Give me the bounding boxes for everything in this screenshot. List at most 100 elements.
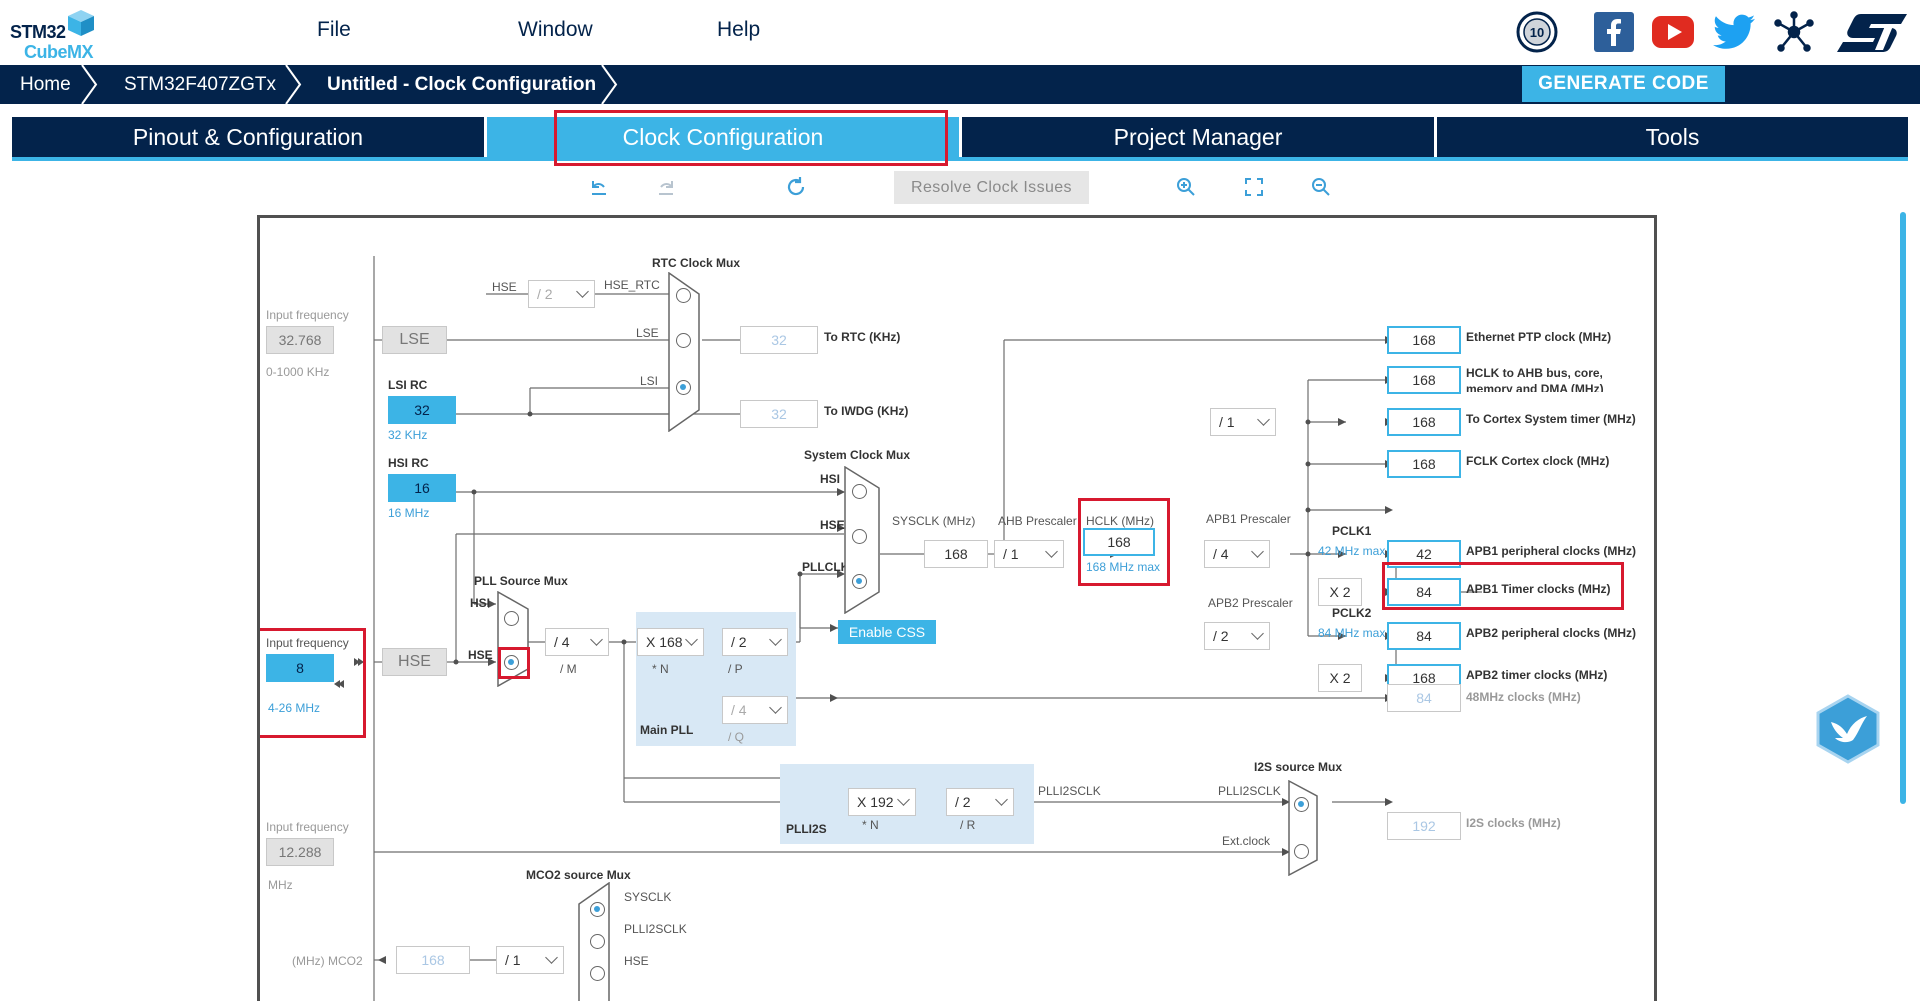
highlight-box-hse-input (260, 628, 366, 738)
resolve-clock-issues-button[interactable]: Resolve Clock Issues (894, 171, 1089, 204)
tab-tools[interactable]: Tools (1437, 117, 1908, 157)
iwdg-output-label: To IWDG (KHz) (824, 404, 909, 418)
lsi-rc-block: 32 (388, 396, 456, 424)
sys-mux-radio-pllclk[interactable] (852, 574, 867, 589)
ahb-prescaler-select[interactable]: / 1 (994, 540, 1064, 568)
rtc-mux-radio-lse[interactable] (676, 333, 691, 348)
i2s-source-mux-label: I2S source Mux (1254, 760, 1343, 774)
enable-css-button[interactable]: Enable CSS (838, 620, 936, 644)
output-fclk-field: 168 (1387, 450, 1461, 478)
rtc-mux-radio-lsi[interactable] (676, 380, 691, 395)
highlight-box-apb1-timer (1382, 562, 1624, 610)
facebook-icon[interactable] (1592, 10, 1636, 54)
i2s-mux-radio-ext[interactable] (1294, 844, 1309, 859)
mco2-radio-sysclk[interactable] (590, 902, 605, 917)
st-logo-icon[interactable] (1834, 10, 1910, 54)
pll-q-select[interactable]: / 4 (722, 696, 788, 724)
sys-mux-radio-hse[interactable] (852, 529, 867, 544)
cortex-timer-divider-select[interactable]: / 1 (1210, 408, 1276, 436)
plli2sclk-label: PLLI2SCLK (1038, 784, 1101, 798)
hse-input-frequency-field[interactable]: 8 (266, 654, 334, 682)
lse-block: LSE (382, 326, 447, 354)
hse-input-frequency-label: Input frequency (266, 636, 349, 650)
twitter-icon[interactable] (1712, 10, 1756, 54)
pll-source-mux-label: PLL Source Mux (474, 574, 568, 588)
rtc-mux-radio-hse[interactable] (676, 288, 691, 303)
generate-code-button[interactable]: GENERATE CODE (1522, 66, 1725, 102)
mco2-source-mux-label: MCO2 source Mux (526, 868, 631, 882)
pll-m-select[interactable]: / 4 (545, 628, 609, 656)
mco2-radio-plli2sclk[interactable] (590, 934, 605, 949)
plli2s-r-select[interactable]: / 2 (946, 788, 1014, 816)
breadcrumb-mcu[interactable]: STM32F407ZGTx (124, 74, 277, 95)
sysclk-label: SYSCLK (MHz) (892, 514, 976, 528)
cortex-timer-divider-value: / 1 (1219, 414, 1235, 430)
clock-tree-wires (373, 256, 1482, 1001)
chevron-down-icon (545, 951, 558, 964)
mco2-radio-hse[interactable] (590, 966, 605, 981)
output-cortex-timer-field: 168 (1387, 408, 1461, 436)
pclk1-label: PCLK1 (1332, 524, 1372, 538)
pll-m-label: / M (560, 662, 577, 676)
zoom-in-icon[interactable] (1174, 175, 1198, 199)
sys-mux-pllclk-label: PLLCLK (802, 560, 850, 574)
tab-clock-configuration[interactable]: Clock Configuration (487, 117, 959, 157)
redo-icon[interactable] (654, 175, 678, 199)
network-icon[interactable] (1772, 10, 1816, 54)
highlight-box-pll-hse-radio (498, 647, 530, 679)
breadcrumb-home[interactable]: Home (20, 74, 71, 95)
rtc-hse-divider-value: / 2 (537, 286, 553, 302)
pll-p-value: / 2 (731, 634, 747, 650)
tab-pinout-configuration[interactable]: Pinout & Configuration (12, 117, 484, 157)
output-48mhz-field: 84 (1387, 684, 1461, 712)
apb1-prescaler-label: APB1 Prescaler (1206, 512, 1291, 526)
mco2-hse-label: HSE (624, 954, 649, 968)
assistant-bird-icon[interactable] (1815, 694, 1881, 764)
pll-src-radio-hse[interactable] (504, 655, 519, 670)
output-apb2-peripheral-field: 84 (1387, 622, 1461, 650)
lsi-rc-label: LSI RC (388, 378, 428, 392)
refresh-icon[interactable] (784, 175, 808, 199)
cubemx-logo: STM32 CubeMX (10, 6, 100, 62)
output-i2s-label: I2S clocks (MHz) (1466, 816, 1561, 830)
lse-input-frequency-field[interactable]: 32.768 (266, 326, 334, 354)
breadcrumb-separator-icon (601, 65, 618, 104)
chevron-down-icon (897, 793, 910, 806)
scrollbar-thumb[interactable] (1900, 212, 1906, 804)
hclk-input-field[interactable]: 168 (1083, 528, 1155, 556)
hsi-rc-block: 16 (388, 474, 456, 502)
rtc-lsi-label: LSI (640, 374, 659, 388)
plli2s-r-label: / R (960, 818, 976, 832)
fit-screen-icon[interactable] (1242, 175, 1266, 199)
hclk-max-label: 168 MHz max (1086, 560, 1161, 574)
zoom-out-icon[interactable] (1309, 175, 1333, 199)
rtc-hse-label: HSE (492, 280, 517, 294)
output-i2s-field: 192 (1387, 812, 1461, 840)
lse-input-frequency-label: Input frequency (266, 308, 349, 322)
youtube-icon[interactable] (1651, 10, 1695, 54)
apb1-prescaler-select[interactable]: / 4 (1204, 540, 1270, 568)
plli2s-n-select[interactable]: X 192 (848, 788, 916, 816)
output-hclk-ahb-field: 168 (1387, 366, 1461, 394)
i2s-input-frequency-field[interactable]: 12.288 (266, 838, 334, 866)
rtc-hse-rtc-label: HSE_RTC (604, 278, 660, 292)
i2s-mux-radio-plli2sclk[interactable] (1294, 797, 1309, 812)
apb2-prescaler-select[interactable]: / 2 (1204, 622, 1270, 650)
main-tabs: Pinout & Configuration Clock Configurati… (12, 117, 1908, 161)
menu-file[interactable]: File (317, 18, 351, 41)
anniversary-10-icon[interactable]: 10 (1515, 10, 1559, 54)
pll-n-select[interactable]: X 168 (637, 628, 704, 656)
menu-window[interactable]: Window (518, 18, 593, 41)
pll-p-select[interactable]: / 2 (722, 628, 788, 656)
sys-mux-radio-hsi[interactable] (852, 484, 867, 499)
tab-project-manager[interactable]: Project Manager (962, 117, 1434, 157)
menu-help[interactable]: Help (717, 18, 761, 41)
pll-src-radio-hsi[interactable] (504, 611, 519, 626)
chevron-down-icon (995, 793, 1008, 806)
plli2s-label: PLLI2S (786, 822, 827, 836)
chevron-down-icon (576, 285, 589, 298)
mco2-divider-select[interactable]: / 1 (496, 946, 564, 974)
rtc-hse-divider-select[interactable]: / 2 (528, 280, 595, 308)
undo-icon[interactable] (587, 175, 611, 199)
